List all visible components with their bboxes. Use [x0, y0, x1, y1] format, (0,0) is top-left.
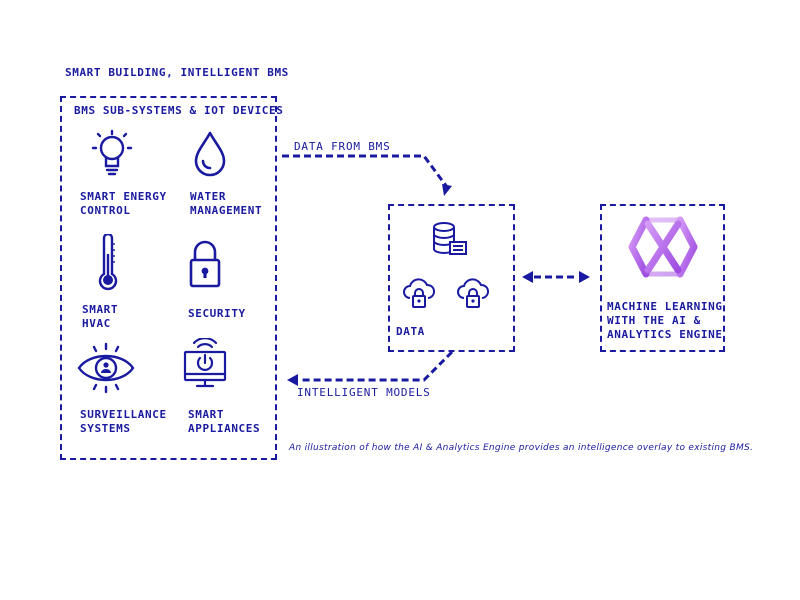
hexagon-x-logo-icon [628, 216, 698, 278]
arrow-intelligent-models [300, 350, 454, 382]
arrow-label-data-from-bms: DATA FROM BMS [294, 140, 391, 153]
cloud-lock-icon [457, 278, 489, 308]
item-label-surveillance: SURVEILLANCE SYSTEMS [80, 408, 167, 435]
ai-engine-label: MACHINE LEARNING WITH THE AI & ANALYTICS… [607, 300, 723, 341]
item-label-security: SECURITY [188, 307, 246, 320]
lightbulb-icon [91, 129, 133, 176]
item-label-appliances: SMART APPLIANCES [188, 408, 261, 435]
data-box [388, 204, 515, 352]
item-label-water: WATER MANAGEMENT [190, 190, 263, 217]
thermometer-icon [98, 234, 118, 291]
bms-box-heading: BMS SUB-SYSTEMS & IOT DEVICES [74, 104, 284, 117]
arrow-label-intelligent-models: INTELLIGENT MODELS [297, 386, 431, 399]
diagram-title: SMART BUILDING, INTELLIGENT BMS [65, 66, 289, 79]
ai-engine-box [600, 204, 725, 352]
water-drop-icon [194, 131, 226, 177]
cloud-lock-icon [403, 278, 435, 308]
data-box-label: DATA [396, 325, 425, 338]
bms-subsystems-box [60, 96, 277, 460]
item-label-smart-energy: SMART ENERGY CONTROL [80, 190, 167, 217]
eye-icon [77, 342, 135, 394]
database-icon [433, 222, 467, 255]
item-label-hvac: SMART HVAC [82, 303, 119, 330]
padlock-icon [189, 240, 221, 288]
arrow-data-from-bms [282, 154, 449, 188]
smart-monitor-icon [183, 338, 227, 388]
diagram-caption: An illustration of how the AI & Analytic… [289, 443, 754, 453]
